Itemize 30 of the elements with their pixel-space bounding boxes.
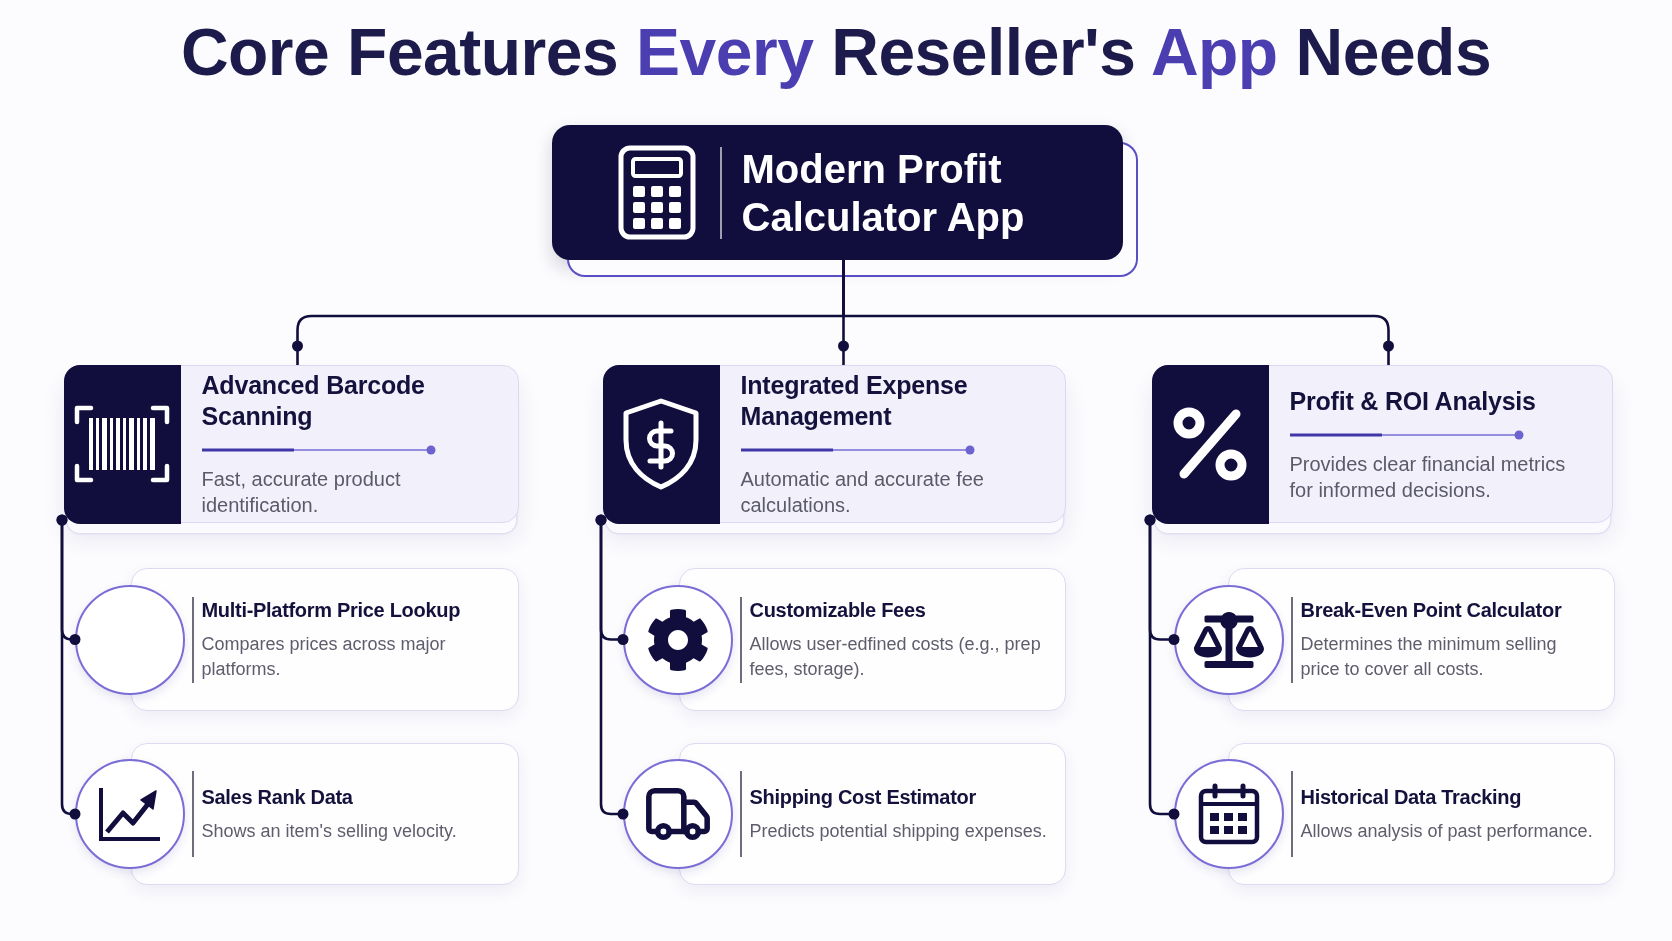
app-title: Modern Profit Calculator App xyxy=(741,145,1026,241)
sub-feature-card xyxy=(1174,568,1615,711)
connector-line xyxy=(1144,514,1180,820)
connector-line xyxy=(595,514,629,820)
sub-feature-title: Customizable Fees xyxy=(749,598,927,623)
sub-feature-description: Shows an item's selling velocity. xyxy=(201,820,458,843)
feature-description: Fast, accurate product identification. xyxy=(201,467,402,518)
connector-line xyxy=(842,260,1394,365)
sub-feature-description: Allows analysis of past performance. xyxy=(1300,820,1594,843)
sub-feature-card xyxy=(623,568,1066,711)
sub-feature-title: Sales Rank Data xyxy=(201,785,354,810)
sub-feature-card xyxy=(75,743,519,885)
sub-feature-title: Multi-Platform Price Lookup xyxy=(201,598,462,623)
sub-feature-title: Break-Even Point Calculator xyxy=(1300,598,1563,623)
sub-feature-description: Compares prices across major platforms. xyxy=(201,633,447,681)
sub-feature-description: Allows user-edfined costs (e.g., prep fees, storage). xyxy=(749,633,1042,681)
feature-description: Provides clear financial metrics for informed decisions. xyxy=(1289,451,1567,503)
feature-title: Profit & ROI Analysis xyxy=(1289,385,1537,417)
feature-title: Integrated Expense Management xyxy=(740,370,969,432)
page-title: Core Features Every Reseller's App Needs xyxy=(180,14,1492,90)
sub-feature-title: Shipping Cost Estimator xyxy=(749,785,977,810)
sub-feature-card xyxy=(623,743,1066,885)
sub-feature-card xyxy=(75,568,519,711)
sub-feature-card xyxy=(1174,743,1615,885)
connector-line xyxy=(56,514,81,820)
sub-feature-description: Determines the minimum selling price to cover all costs. xyxy=(1300,633,1558,681)
sub-feature-description: Predicts potential shipping expenses. xyxy=(749,820,1048,843)
feature-title: Advanced Barcode Scanning xyxy=(201,370,426,432)
sub-feature-title: Historical Data Tracking xyxy=(1300,785,1523,810)
feature-description: Automatic and accurate fee calculations. xyxy=(740,467,985,518)
